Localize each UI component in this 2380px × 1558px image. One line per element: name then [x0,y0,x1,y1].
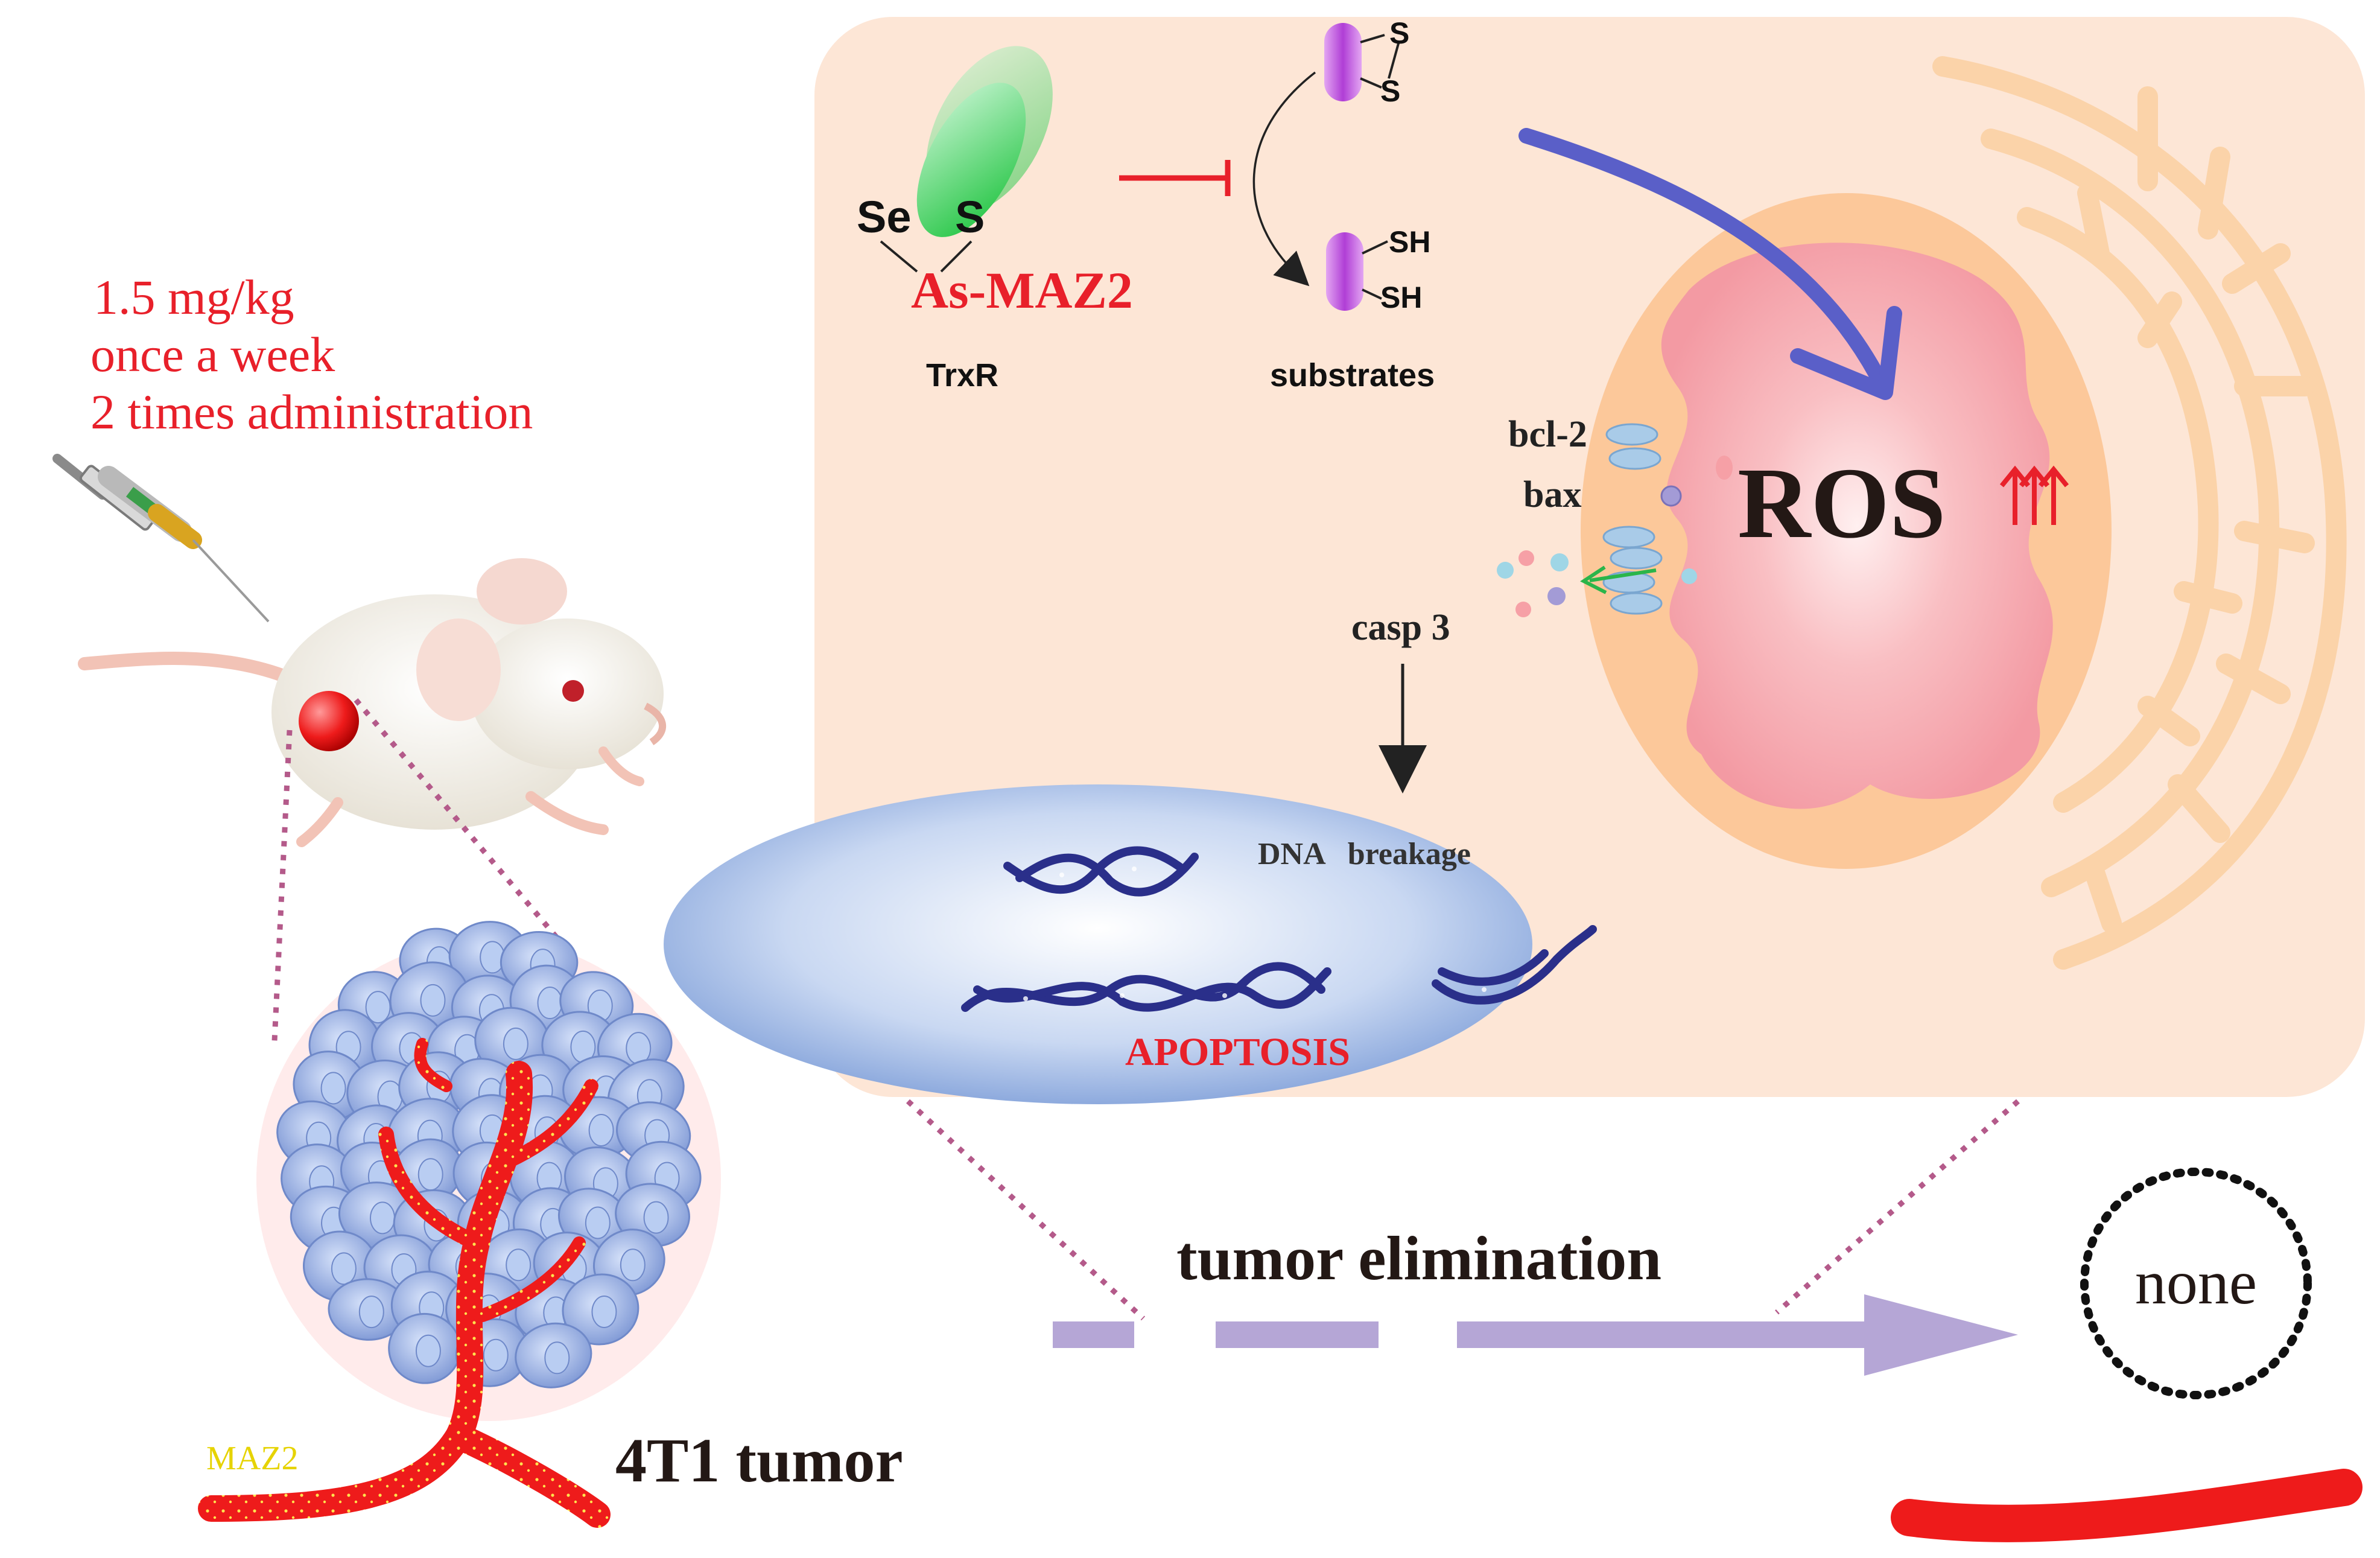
tumor-cell [562,1273,639,1346]
ros-label: ROS [1737,447,1946,559]
endoplasmic-reticulum [1932,56,2347,970]
trxr-selenium-label: Se [857,192,912,242]
ros-increase-arrows [1999,465,2069,525]
cytochrome-c-release [1497,550,1697,617]
dose-line-1: 1.5 mg/kg [94,270,294,325]
mitochondrion [1581,193,2112,869]
substrate-sh2: SH [1380,281,1422,314]
syringe-icon [52,454,270,623]
bax-protein [1660,456,1733,507]
tumor-site-marker [299,691,359,751]
drug-name: As-MAZ2 [911,261,1133,319]
inhibition-symbol [1119,160,1231,196]
none-circle [2080,1168,2312,1399]
tumor-label: 4T1 tumor [615,1426,903,1495]
none-label: none [2135,1248,2257,1317]
healthy-vessel [1891,1469,2363,1542]
casp3-label: casp 3 [1351,607,1450,648]
reduction-arrow [1252,71,1316,287]
nucleus [664,784,1532,1104]
substrates-label: substrates [1270,357,1435,393]
dna-speckles [1023,866,1487,1001]
dose-line-3: 2 times administration [90,384,533,439]
bax-label: bax [1523,474,1581,515]
substrate-oxidized [1324,23,1400,101]
trxr-enzyme [880,46,1053,273]
maz2-label: MAZ2 [206,1440,298,1477]
bcl2-proteins [1602,423,1663,615]
dna-fragments [961,846,1597,1012]
substrate-reduced [1326,232,1388,311]
elimination-arrow [1053,1294,2018,1376]
tumor-cell [515,1322,592,1388]
dose-line-2: once a week [90,327,335,382]
bcl2-label: bcl-2 [1508,414,1587,455]
tumor-elimination-label: tumor elimination [1176,1224,1661,1293]
substrate-sh1: SH [1389,225,1430,259]
substrate-s1: S [1389,16,1409,50]
zoom-guides [271,698,2020,1321]
apoptosis-label: APOPTOSIS [1125,1030,1350,1074]
ros-induction-arrow [1518,128,1902,400]
mouse-image [78,558,667,847]
dna-breakage-label: DNA breakage [1258,837,1471,871]
trxr-label: TrxR [926,357,998,393]
trxr-sulfur-label: S [955,192,985,242]
substrate-s2: S [1380,74,1400,108]
tumor-vasculature [198,1038,611,1528]
